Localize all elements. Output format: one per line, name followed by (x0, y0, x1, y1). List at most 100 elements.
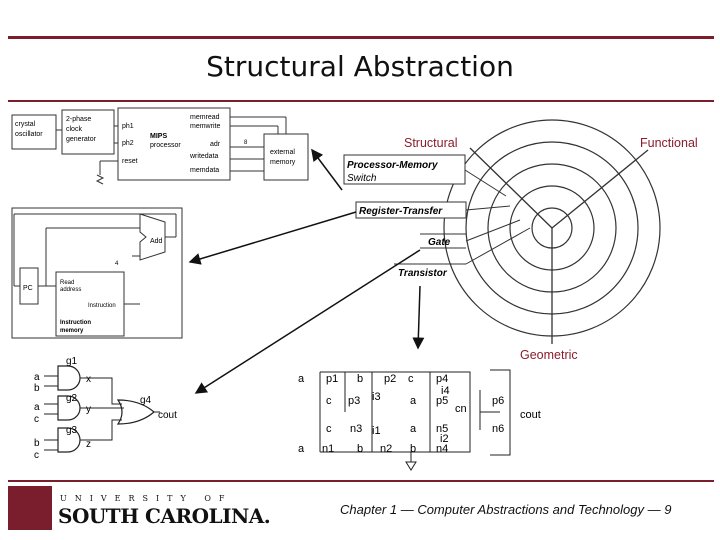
gate-label-g4: g4 (140, 395, 152, 406)
transistor-input-a: a (298, 373, 305, 385)
adr-label: adr (210, 141, 221, 148)
instruction-label: Instruction (88, 303, 116, 309)
node-cn: cn (455, 403, 467, 415)
clock-label-2: clock (66, 126, 82, 133)
gate-output-cout: cout (158, 410, 177, 421)
gate-label-g1: g1 (66, 356, 78, 367)
add-label: Add (150, 238, 163, 245)
node-i2: i2 (440, 433, 449, 445)
transistor-level-diagram: a p1 b p2 c p4 i4 c p3 i3 a p5 cn p6 cou… (298, 369, 541, 471)
level-transistor: Transistor (398, 268, 448, 279)
wire-y: y (86, 404, 91, 415)
reset-label: reset (122, 158, 138, 165)
reset-resistor (95, 161, 105, 185)
gate-input-c: c (34, 450, 39, 461)
university-logo-icon (8, 486, 52, 530)
oscillator-label: oscillator (15, 131, 43, 138)
external-label: external (270, 149, 295, 156)
arrow-to-transistor (412, 285, 425, 350)
gate-input-b: b (34, 438, 40, 449)
memory-label: memory (270, 159, 296, 166)
transistor-input-a: a (410, 423, 417, 435)
or-gate-g4 (116, 399, 155, 425)
pc-label: PC (23, 285, 33, 292)
crystal-label: crystal (15, 121, 36, 128)
writedata-label: writedata (189, 153, 219, 160)
imem-label-1: Instruction (60, 320, 91, 326)
arrow-to-processor-memory (311, 148, 343, 191)
gate-label-g3: g3 (66, 425, 78, 436)
and-gate-g3 (57, 427, 81, 453)
external-memory-box (263, 133, 309, 181)
arrow-to-gate (194, 249, 421, 394)
transistor-input-b: b (410, 443, 416, 455)
logo-university-of: UNIVERSITY OF (60, 494, 233, 503)
bus-width-label: 8 (244, 140, 248, 146)
level-processor-memory-box (343, 154, 466, 185)
level-gate: Gate (428, 237, 451, 248)
nmos-n2: n2 (380, 443, 392, 455)
gate-input-a: a (34, 402, 40, 413)
level-register-transfer: Register-Transfer (359, 206, 443, 217)
clock-generator-box (61, 109, 115, 155)
nmos-n4: n4 (436, 443, 448, 455)
node-i3: i3 (372, 391, 381, 403)
gate-input-b: b (34, 383, 40, 394)
pmos-p1: p1 (326, 373, 338, 385)
gate-input-a: a (34, 372, 40, 383)
adder-shape (139, 213, 166, 261)
gate-input-c: c (34, 414, 39, 425)
structural-axis-label: Structural (404, 136, 458, 150)
memwrite-label: memwrite (190, 123, 220, 130)
functional-axis-label: Functional (640, 136, 698, 150)
nmos-n5: n5 (436, 423, 448, 435)
footer-rule (8, 480, 714, 482)
node-i1: i1 (372, 425, 381, 437)
crystal-oscillator-box (11, 114, 57, 150)
memdata-label: memdata (190, 167, 219, 174)
processor-memory-diagram: crystal oscillator 2-phase clock generat… (11, 107, 309, 185)
slide-title: Structural Abstraction (206, 50, 514, 83)
transistor-input-b: b (357, 443, 363, 455)
level-switch: Switch (347, 173, 377, 184)
nmos-n3: n3 (350, 423, 362, 435)
transistor-input-c: c (326, 395, 332, 407)
register-transfer-diagram: Add 4 PC Read address Instruction Instru… (11, 207, 183, 339)
pmos-p3: p3 (348, 395, 360, 407)
transistor-input-a: a (298, 443, 305, 455)
clock-label-1: 2-phase (66, 116, 91, 123)
top-rule (8, 36, 714, 39)
functional-axis (551, 149, 649, 229)
transistor-input-c: c (326, 423, 332, 435)
read-label: Read (60, 280, 74, 286)
ph1-label: ph1 (122, 123, 134, 130)
logo-south-carolina: SOUTH CAROLINA. (58, 504, 271, 528)
geometric-axis-label: Geometric (520, 348, 578, 362)
arrow-to-register-transfer (188, 211, 357, 265)
pmos-p6: p6 (492, 395, 504, 407)
clock-label-3: generator (66, 136, 97, 143)
pmos-p4: p4 (436, 373, 448, 385)
transistor-output-cout: cout (520, 409, 541, 421)
imem-label-2: memory (60, 328, 84, 334)
processor-label: processor (150, 142, 181, 149)
wire-z: z (86, 439, 91, 450)
ground-icon (405, 461, 417, 471)
wire-x: x (86, 374, 91, 385)
pmos-p2: p2 (384, 373, 396, 385)
gate-level-diagram: g1 g2 g3 g4 a b a c b c x y z cout (34, 356, 177, 461)
and-gate-g1 (57, 365, 81, 391)
nmos-n1: n1 (322, 443, 334, 455)
title-rule (8, 100, 714, 102)
mips-label: MIPS (150, 133, 167, 140)
onion-diagram: Structural Functional Geometric Processo… (188, 119, 698, 394)
nmos-n6: n6 (492, 423, 504, 435)
node-i4: i4 (441, 385, 450, 397)
transistor-input-b: b (357, 373, 363, 385)
address-label: address (60, 287, 81, 293)
ph2-label: ph2 (122, 140, 134, 147)
mips-processor-box (117, 107, 231, 181)
structural-axis (469, 147, 553, 229)
level-processor-memory: Processor-Memory (347, 160, 438, 171)
and-gate-g2 (57, 395, 81, 421)
